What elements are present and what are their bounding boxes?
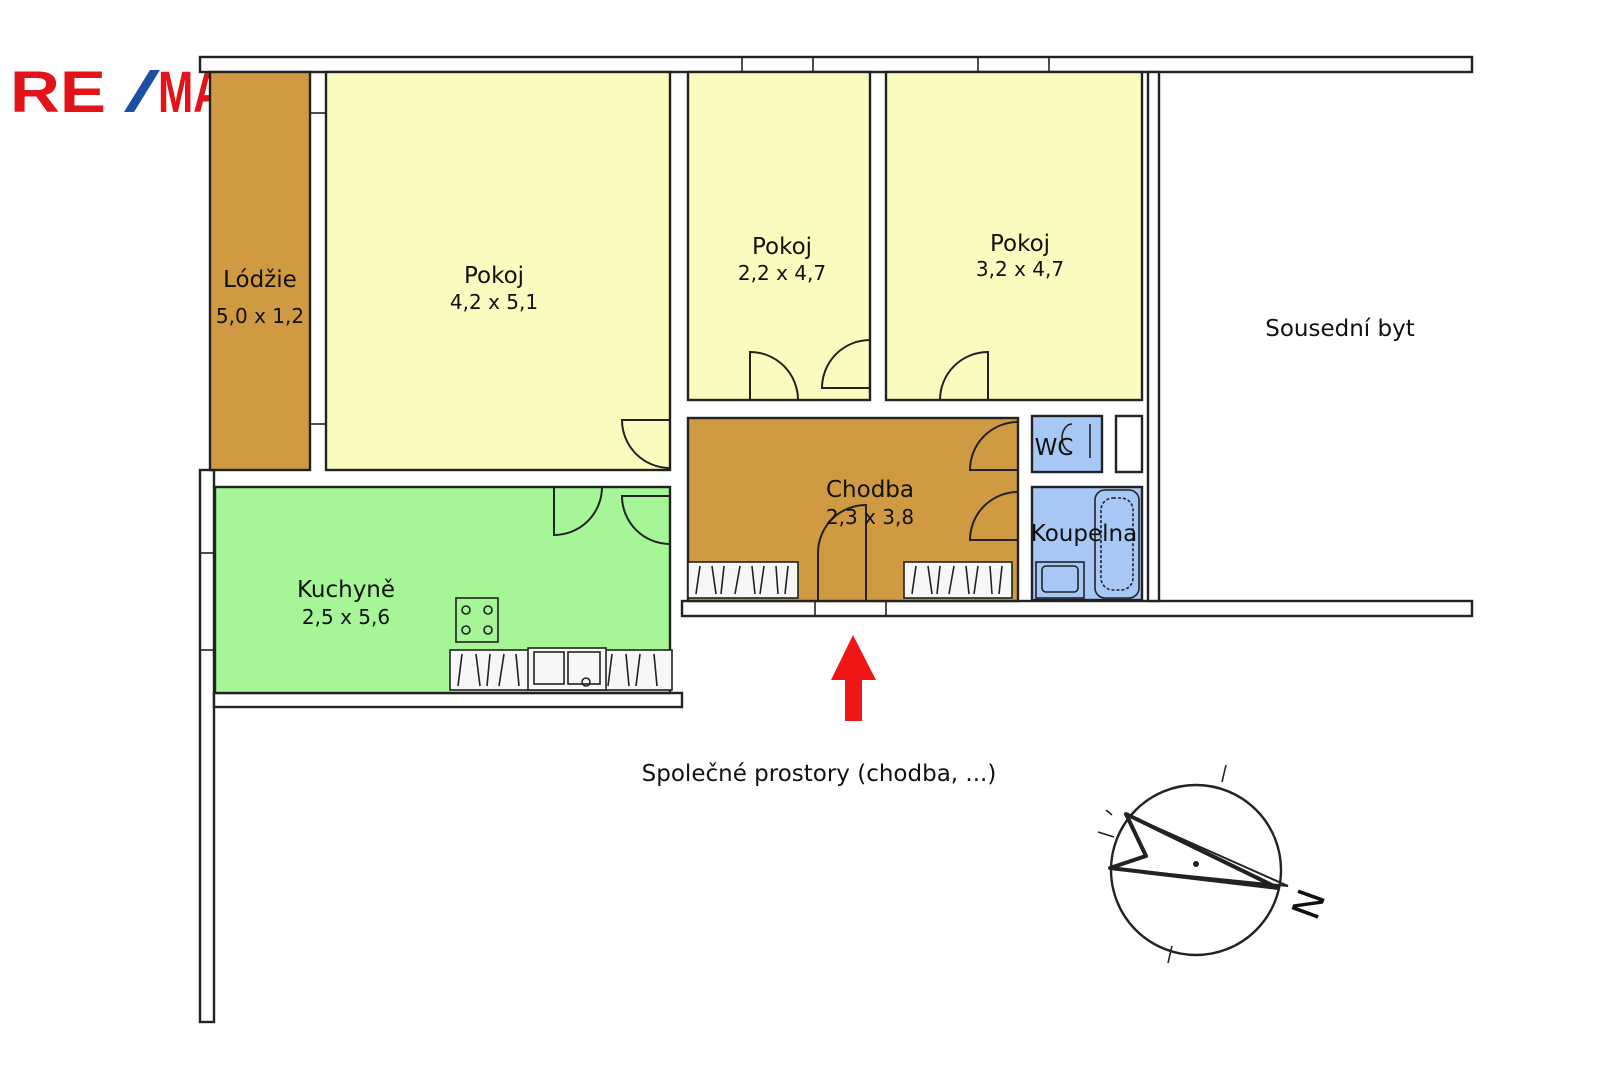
shaft: [1114, 414, 1144, 474]
kitchen-counter: [449, 597, 673, 691]
compass-letter: N: [1283, 883, 1334, 925]
bathroom-fixtures: [1035, 423, 1140, 599]
label-pokoj-right-dims: 3,2 x 4,7: [976, 257, 1064, 281]
label-wc: WC: [1035, 435, 1074, 461]
north-compass-icon: N: [1097, 764, 1334, 964]
label-lodzie-name: Lódžie: [223, 267, 297, 293]
label-pokoj-big-name: Pokoj: [464, 263, 524, 289]
label-chodba-dims: 2,3 x 3,8: [826, 505, 914, 529]
room-pokoj-big: [324, 70, 672, 472]
label-koupelna: Koupelna: [1031, 521, 1137, 547]
label-pokoj-mid-name: Pokoj: [752, 234, 812, 260]
room-koupelna: [1030, 485, 1144, 602]
entrance-arrow-icon: [831, 635, 876, 721]
doors: [553, 339, 1019, 601]
label-chodba-name: Chodba: [826, 477, 914, 503]
label-kuchyne-dims: 2,5 x 5,6: [302, 605, 390, 629]
svg-text:RE: RE: [10, 60, 106, 125]
label-pokoj-right-name: Pokoj: [990, 231, 1050, 257]
label-kuchyne-name: Kuchyně: [297, 577, 395, 603]
room-pokoj-mid: [686, 70, 872, 402]
label-common: Společné prostory (chodba, ...): [642, 761, 997, 787]
label-lodzie-dims: 5,0 x 1,2: [216, 304, 304, 328]
label-pokoj-big-dims: 4,2 x 5,1: [450, 290, 538, 314]
label-pokoj-mid-dims: 2,2 x 4,7: [738, 261, 826, 285]
label-neighbour: Sousední byt: [1265, 316, 1415, 342]
room-pokoj-right: [884, 70, 1144, 402]
windows: [200, 57, 1050, 651]
wardrobes: [687, 561, 1013, 599]
room-lodzie: [208, 70, 312, 472]
